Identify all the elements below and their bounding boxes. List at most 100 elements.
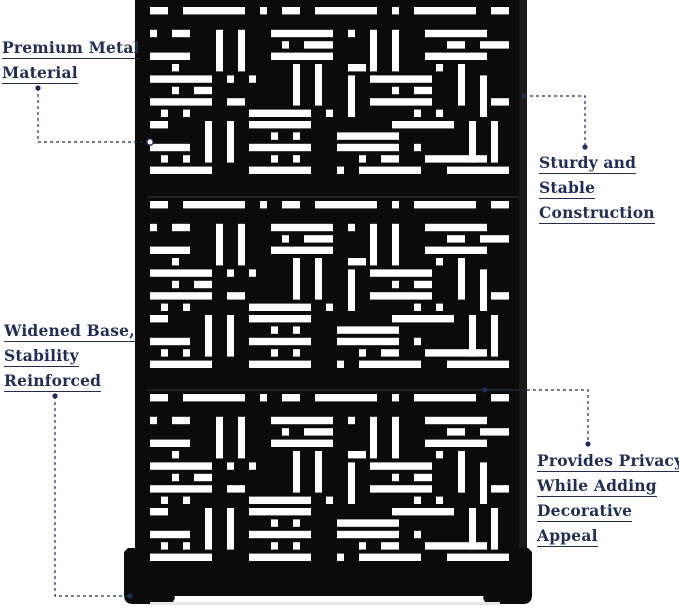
lattice-cutout (172, 29, 190, 38)
lattice-cutout (348, 451, 366, 459)
lattice-cutout (392, 29, 399, 72)
lattice-cutout (447, 235, 465, 243)
lattice-cutout (183, 7, 245, 15)
lattice-cutout (425, 223, 487, 232)
lattice-cutout (238, 416, 245, 459)
lattice-cutout (348, 269, 355, 311)
lattice-cutout (150, 29, 157, 38)
lattice-cutout (249, 462, 256, 470)
leader-dots (35, 85, 591, 599)
lattice-cutout (249, 269, 256, 277)
callout-text: Reinforced (4, 371, 102, 392)
callout-text: Premium Metal (2, 38, 140, 59)
lattice-cutout (194, 280, 212, 289)
lattice-cutout (205, 508, 212, 550)
lattice-cutout (271, 439, 333, 447)
lattice-cutout (447, 360, 509, 368)
lattice-cutout (381, 349, 399, 357)
stand-feet (124, 548, 532, 605)
lattice-cutout (458, 64, 465, 106)
lattice-cutout (271, 349, 278, 357)
lattice-cutout (161, 155, 168, 163)
lattice-cutout (172, 223, 190, 232)
lattice-cutout (447, 166, 509, 174)
lattice-cutout (183, 303, 190, 311)
lattice-cutout (469, 315, 476, 357)
lattice-cutout (414, 394, 476, 402)
lattice-cutout (293, 132, 300, 140)
lattice-cutout (293, 519, 300, 527)
lattice-cutout (348, 258, 366, 266)
lattice-cutout (359, 542, 366, 550)
lattice-cutout (491, 394, 509, 402)
lattice-cutout (150, 52, 190, 60)
lattice-cutout (249, 75, 256, 83)
lattice-cutout (491, 485, 509, 493)
lattice-cutout (359, 166, 421, 174)
lattice-cutout (392, 508, 454, 516)
lattice-cutout (183, 155, 190, 163)
lattice-cutout (249, 109, 311, 117)
lattice-cutout (359, 349, 366, 357)
lattice-cutout (183, 394, 245, 402)
lattice-cutout (425, 542, 487, 550)
lattice-cutout (183, 496, 190, 504)
lattice-cutout (293, 349, 300, 357)
lattice-cutout (260, 394, 267, 402)
callout-line: Sturdy and (539, 150, 655, 175)
lattice-cutout (381, 542, 399, 550)
lattice-cutout (436, 258, 443, 266)
callout-line: Material (2, 60, 140, 85)
lattice-cutout (260, 201, 267, 209)
callout-line: While Adding (537, 473, 679, 498)
lattice-cutout (282, 41, 289, 49)
lattice-cutout (414, 337, 421, 346)
lattice-cutout (150, 121, 168, 129)
lattice-cutout (337, 553, 344, 561)
lattice-cutout (150, 166, 212, 174)
lattice-cutout (260, 7, 267, 15)
lattice-cutout (436, 64, 443, 72)
lattice-cutout (293, 326, 300, 334)
lattice-cutout (249, 166, 311, 174)
lattice-cutout (425, 416, 487, 425)
lattice-cutout (480, 428, 509, 436)
lattice-cutout (205, 121, 212, 163)
lattice-cutout (183, 349, 190, 357)
lattice-cutout (480, 41, 509, 49)
lattice-cutout (436, 303, 443, 311)
lattice-cutout (183, 201, 245, 209)
callout-line: Stable (539, 175, 655, 200)
lattice-cutout (381, 155, 399, 163)
callout-text: Appeal (537, 526, 598, 547)
lattice-cutout (249, 337, 311, 346)
lattice-cutout (458, 258, 465, 300)
lattice-cutout (469, 121, 476, 163)
lattice-cutout (249, 360, 311, 368)
lattice-cutout (172, 416, 190, 425)
lattice-cutout (480, 235, 509, 243)
lattice-cutout (304, 428, 333, 436)
lattice-cutout (348, 64, 366, 72)
lattice-cutout (392, 280, 399, 289)
lattice-cutout (161, 496, 168, 504)
lattice-cutout (150, 416, 157, 425)
lattice-cutout (370, 75, 432, 83)
lattice-cutout (370, 29, 377, 72)
lattice-cutout (227, 98, 245, 106)
lattice-cutout (392, 223, 399, 266)
lattice-cutout (271, 155, 278, 163)
lattice-cutout (425, 439, 487, 447)
lattice-cutout (227, 292, 245, 300)
lattice-cutout (491, 121, 498, 163)
lattice-cutout (414, 530, 421, 539)
lattice-cutout (392, 473, 399, 482)
lattice-cutout (293, 258, 300, 300)
callout-text: Widened Base, (4, 321, 135, 342)
lattice-cutout (480, 462, 487, 504)
callout-text: Sturdy and (539, 153, 637, 174)
lattice-cutout (227, 485, 245, 493)
lattice-cutout (227, 121, 234, 163)
lattice-cutout (271, 326, 278, 334)
